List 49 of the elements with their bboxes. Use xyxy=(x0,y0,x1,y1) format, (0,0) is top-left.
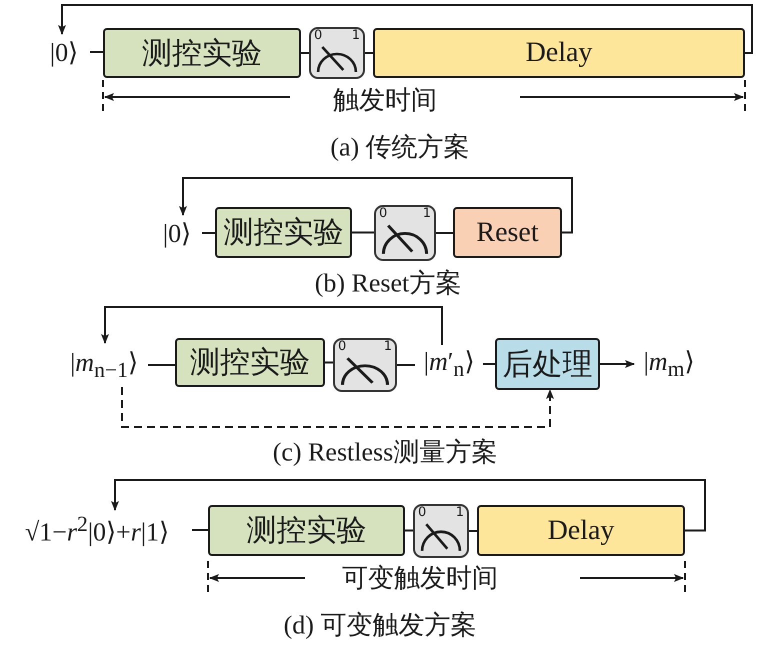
connector-line xyxy=(148,364,175,366)
arrow xyxy=(111,479,706,532)
connector-line xyxy=(325,362,333,364)
connector-line xyxy=(365,52,373,54)
arrow xyxy=(600,360,635,368)
connector-line xyxy=(483,363,495,365)
arrow xyxy=(58,4,753,54)
meter-box xyxy=(413,504,469,558)
connector-line xyxy=(301,52,309,54)
meter-box xyxy=(374,205,436,261)
connector-line xyxy=(90,51,103,53)
state-label: √1−r$^{2}$|0⟩+r|1⟩ xyxy=(24,512,170,548)
dial-label: 1 xyxy=(384,340,392,354)
caption: (c) Restless测量方案 xyxy=(272,436,498,468)
caption: (b) Reset方案 xyxy=(314,268,462,300)
dashed-arrow xyxy=(121,387,554,428)
caption: (a) 传统方案 xyxy=(329,132,471,164)
connector-line xyxy=(352,232,374,234)
process-box: 测控实验 xyxy=(208,505,405,556)
process-box: Delay xyxy=(373,28,745,78)
state-label: |0⟩ xyxy=(50,36,78,68)
process-box: 后处理 xyxy=(495,338,600,390)
dial-label: 0 xyxy=(418,506,426,520)
dial-label: 1 xyxy=(456,506,464,520)
caption: (d) 可变触发方案 xyxy=(282,610,478,642)
connector-line xyxy=(469,530,477,532)
connector-line xyxy=(397,364,415,366)
state-label: |m$_{n−1}$⟩ xyxy=(70,346,138,384)
process-box: Delay xyxy=(477,505,685,556)
state-label: |m′$_{n}$⟩ xyxy=(424,346,474,382)
connector-line xyxy=(405,530,413,532)
dial-label: 0 xyxy=(379,207,388,221)
process-box: 测控实验 xyxy=(175,338,325,387)
connector-line xyxy=(192,529,208,531)
meter-box xyxy=(333,338,397,392)
connector-line xyxy=(436,232,453,234)
dial-label: 1 xyxy=(352,29,360,43)
state-label: |m$_{m}$⟩ xyxy=(644,346,694,382)
arrow xyxy=(179,177,573,234)
dial-label: 0 xyxy=(314,29,322,43)
dial-label: 1 xyxy=(422,207,431,221)
arrow xyxy=(101,306,443,345)
meter-box xyxy=(309,27,365,79)
connector-line xyxy=(202,232,215,234)
state-label: |0⟩ xyxy=(162,218,192,248)
dial-label: 0 xyxy=(338,340,346,354)
process-box: 测控实验 xyxy=(103,28,301,78)
process-box: 测控实验 xyxy=(215,207,352,258)
process-box: Reset xyxy=(453,207,562,258)
